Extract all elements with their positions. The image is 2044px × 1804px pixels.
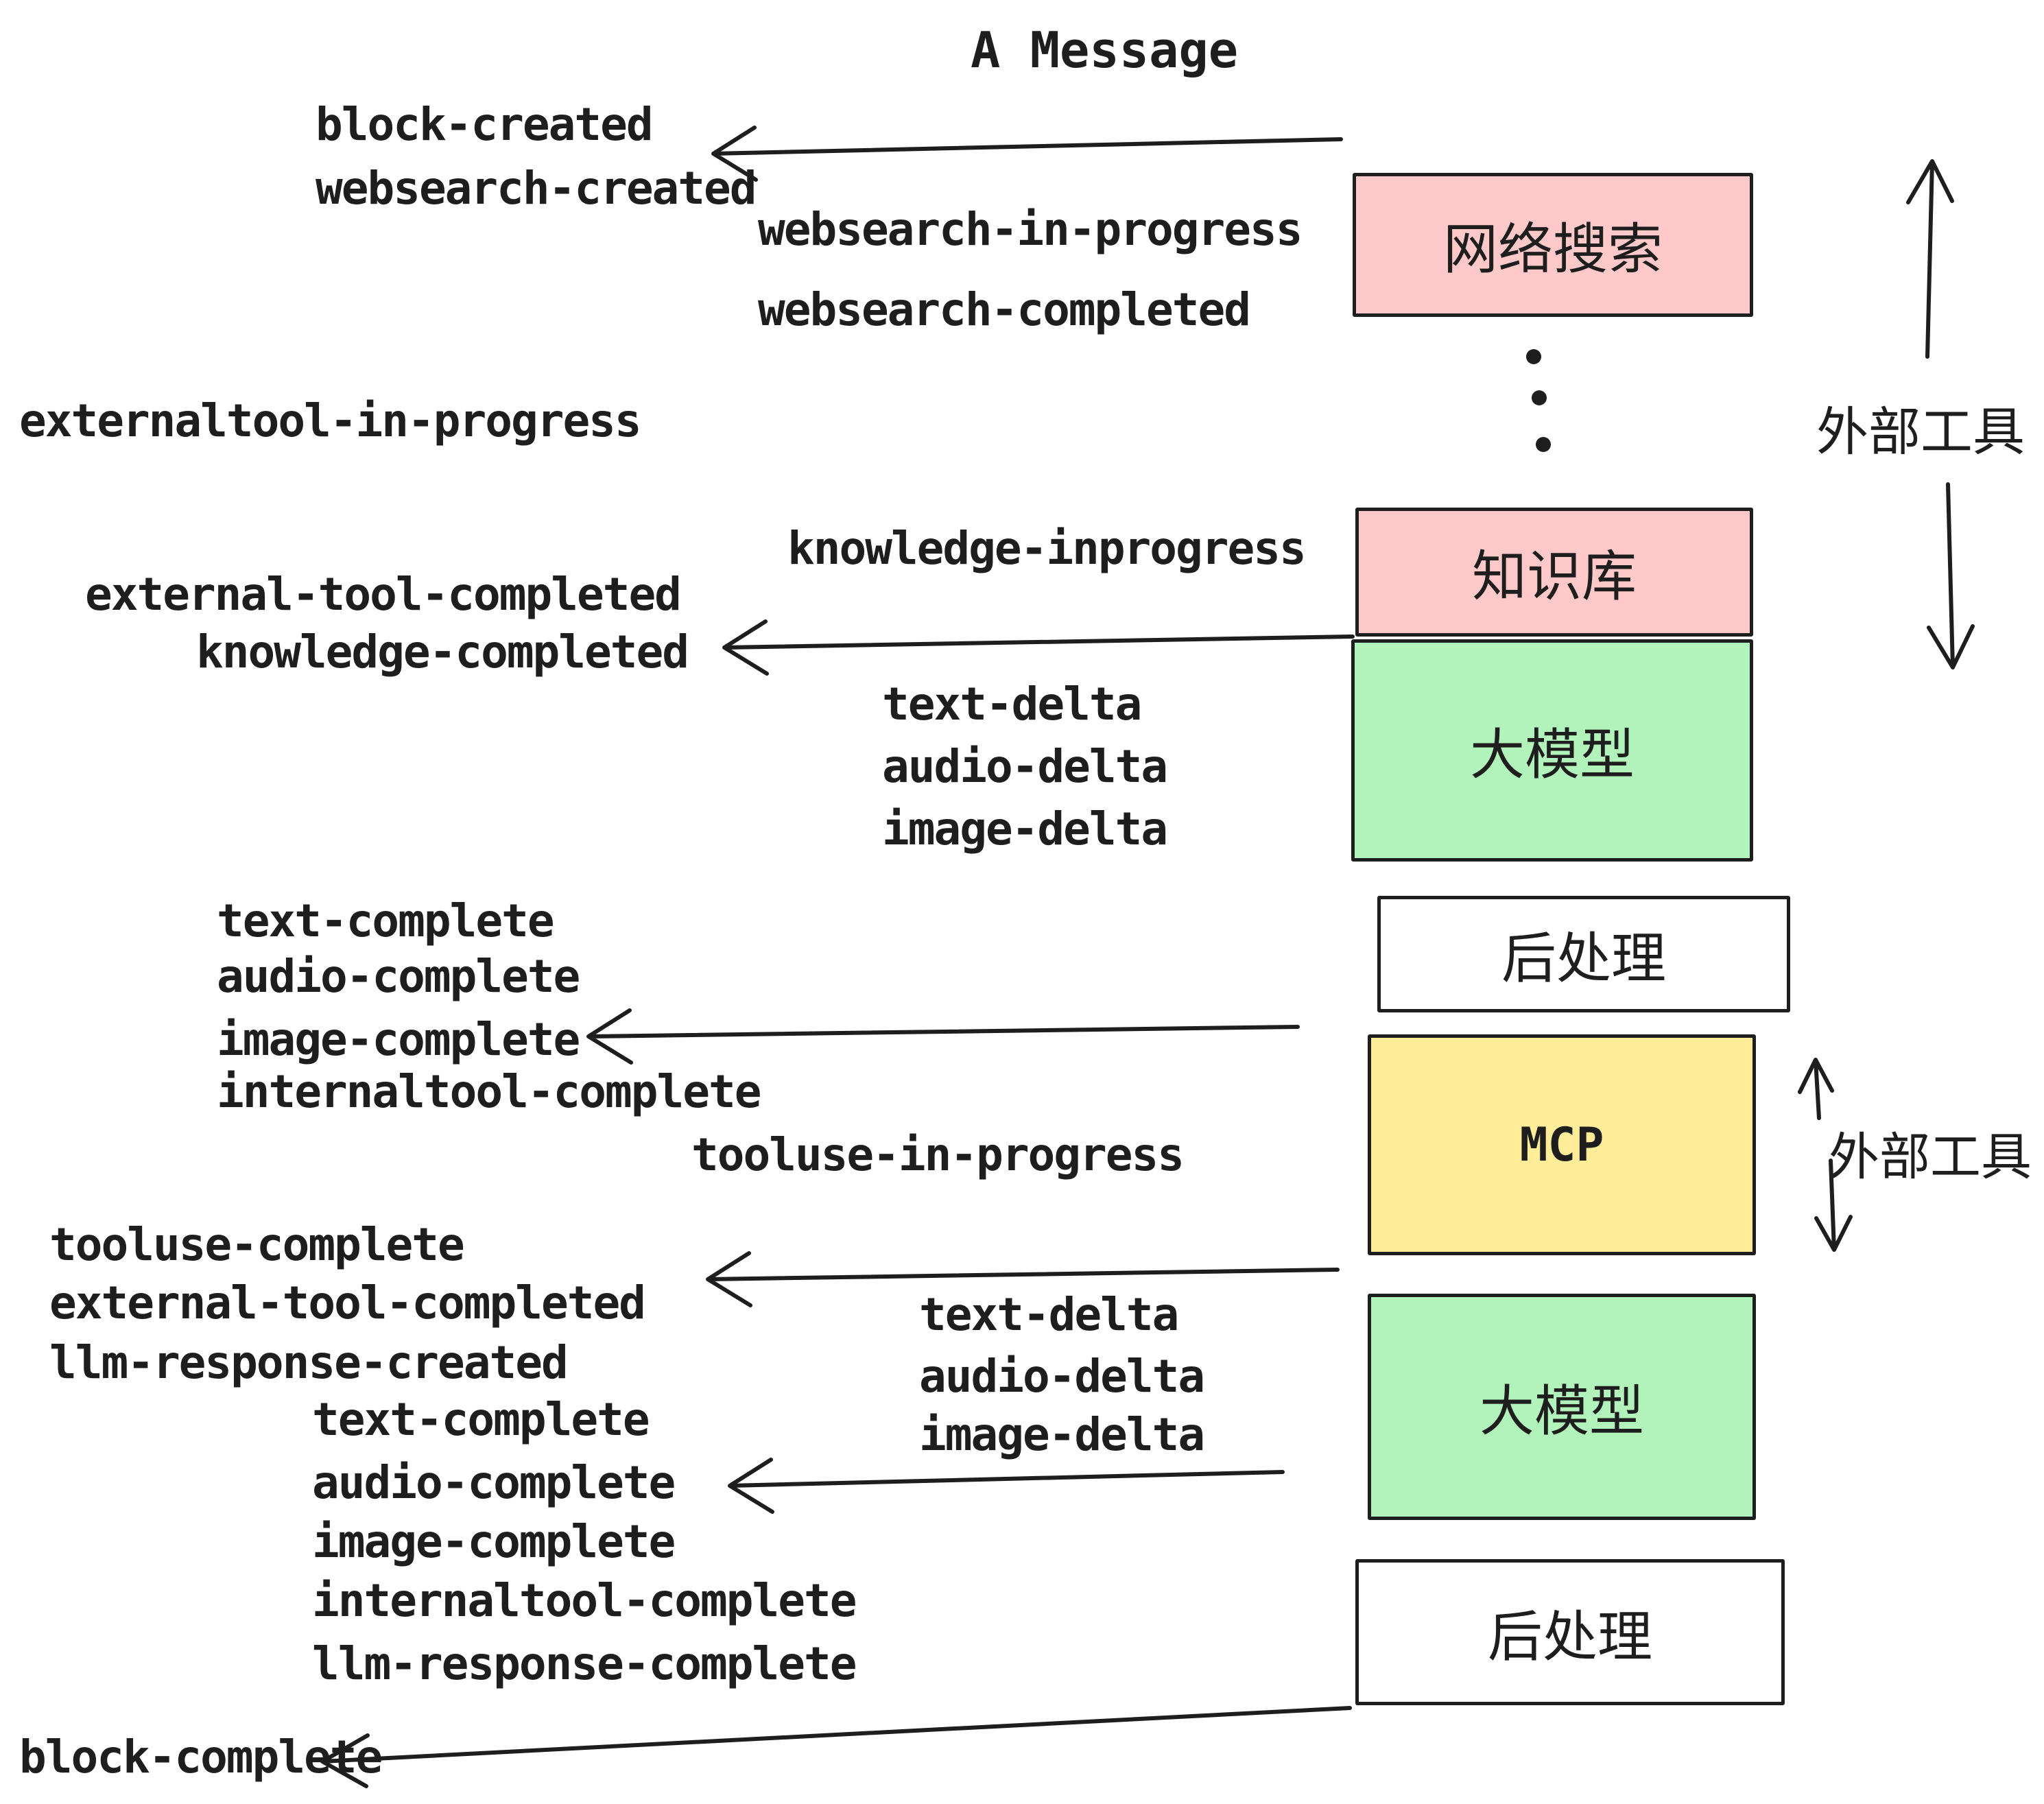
event-label-external-tool-completed-1: external-tool-completed <box>85 568 682 621</box>
event-label-websearch-completed: websearch-completed <box>758 283 1251 336</box>
arrow-block-complete <box>320 1706 1352 1788</box>
event-label-block-complete: block-complete <box>19 1731 383 1783</box>
event-label-audio-delta-2: audio-delta <box>919 1350 1205 1403</box>
node-post-2: 后处理 <box>1355 1559 1785 1705</box>
node-websearch: 网络搜索 <box>1353 173 1753 317</box>
node-post-1-label: 后处理 <box>1501 927 1666 990</box>
node-llm-2-label: 大模型 <box>1479 1379 1644 1443</box>
arrow-internal-complete <box>586 1008 1300 1065</box>
event-label-audio-complete-2: audio-complete <box>312 1456 676 1509</box>
node-knowledge: 知识库 <box>1355 508 1753 637</box>
event-label-external-tool-completed-2: external-tool-completed <box>49 1277 646 1329</box>
event-label-text-delta-1: text-delta <box>882 678 1142 731</box>
ellipsis-dot <box>1536 437 1551 452</box>
arrow-knowledge-completed <box>722 619 1355 676</box>
event-label-knowledge-completed: knowledge-completed <box>196 626 689 678</box>
node-websearch-label: 网络搜索 <box>1443 217 1663 281</box>
event-label-llm-response-complete: llm-response-complete <box>312 1637 857 1690</box>
ellipsis-dot <box>1532 390 1547 405</box>
event-label-websearch-in-progress: websearch-in-progress <box>758 203 1303 256</box>
event-label-llm-response-created: llm-response-created <box>49 1336 569 1389</box>
event-label-audio-complete-1: audio-complete <box>217 950 580 1003</box>
event-label-internaltool-complete-2: internaltool-complete <box>312 1574 857 1627</box>
arrow-external-tools-2-up <box>1798 1058 1834 1120</box>
diagram-title: A Message <box>971 21 1239 79</box>
arrow-external-tools-1-up <box>1906 159 1954 359</box>
node-llm-1: 大模型 <box>1351 639 1753 862</box>
node-llm-2: 大模型 <box>1368 1294 1756 1520</box>
event-label-tooluse-complete: tooluse-complete <box>49 1218 465 1271</box>
event-label-image-delta-1: image-delta <box>882 803 1168 855</box>
arrow-block-created <box>711 126 1343 182</box>
event-label-text-delta-2: text-delta <box>919 1288 1179 1341</box>
node-mcp-label: MCP <box>1519 1117 1604 1172</box>
node-post-2-label: 后处理 <box>1488 1604 1652 1669</box>
arrow-external-tools-1-down <box>1927 482 1975 669</box>
event-label-websearch-created: websearch-created <box>316 162 757 215</box>
event-label-text-complete-2: text-complete <box>312 1393 650 1446</box>
node-post-1: 后处理 <box>1377 896 1790 1012</box>
event-label-text-complete-1: text-complete <box>217 894 555 947</box>
node-mcp: MCP <box>1368 1034 1756 1255</box>
side-label-external-tools-2: 外部工具 <box>1829 1128 2032 1187</box>
node-llm-1-label: 大模型 <box>1470 723 1635 787</box>
event-label-externaltool-in-progress: externaltool-in-progress <box>19 394 642 447</box>
event-label-image-complete-1: image-complete <box>217 1013 580 1066</box>
event-label-image-complete-2: image-complete <box>312 1515 676 1568</box>
arrow-llm2-complete <box>728 1458 1285 1514</box>
event-label-tooluse-in-progress: tooluse-in-progress <box>691 1128 1185 1181</box>
event-label-image-delta-2: image-delta <box>919 1408 1205 1461</box>
event-label-internaltool-complete-1: internaltool-complete <box>217 1065 761 1118</box>
node-knowledge-label: 知识库 <box>1472 545 1637 608</box>
side-label-external-tools-1: 外部工具 <box>1816 401 2025 462</box>
event-label-knowledge-inprogress: knowledge-inprogress <box>787 522 1307 575</box>
event-label-block-created: block-created <box>316 98 654 151</box>
ellipsis-dot <box>1526 349 1541 364</box>
event-label-audio-delta-1: audio-delta <box>882 740 1168 793</box>
